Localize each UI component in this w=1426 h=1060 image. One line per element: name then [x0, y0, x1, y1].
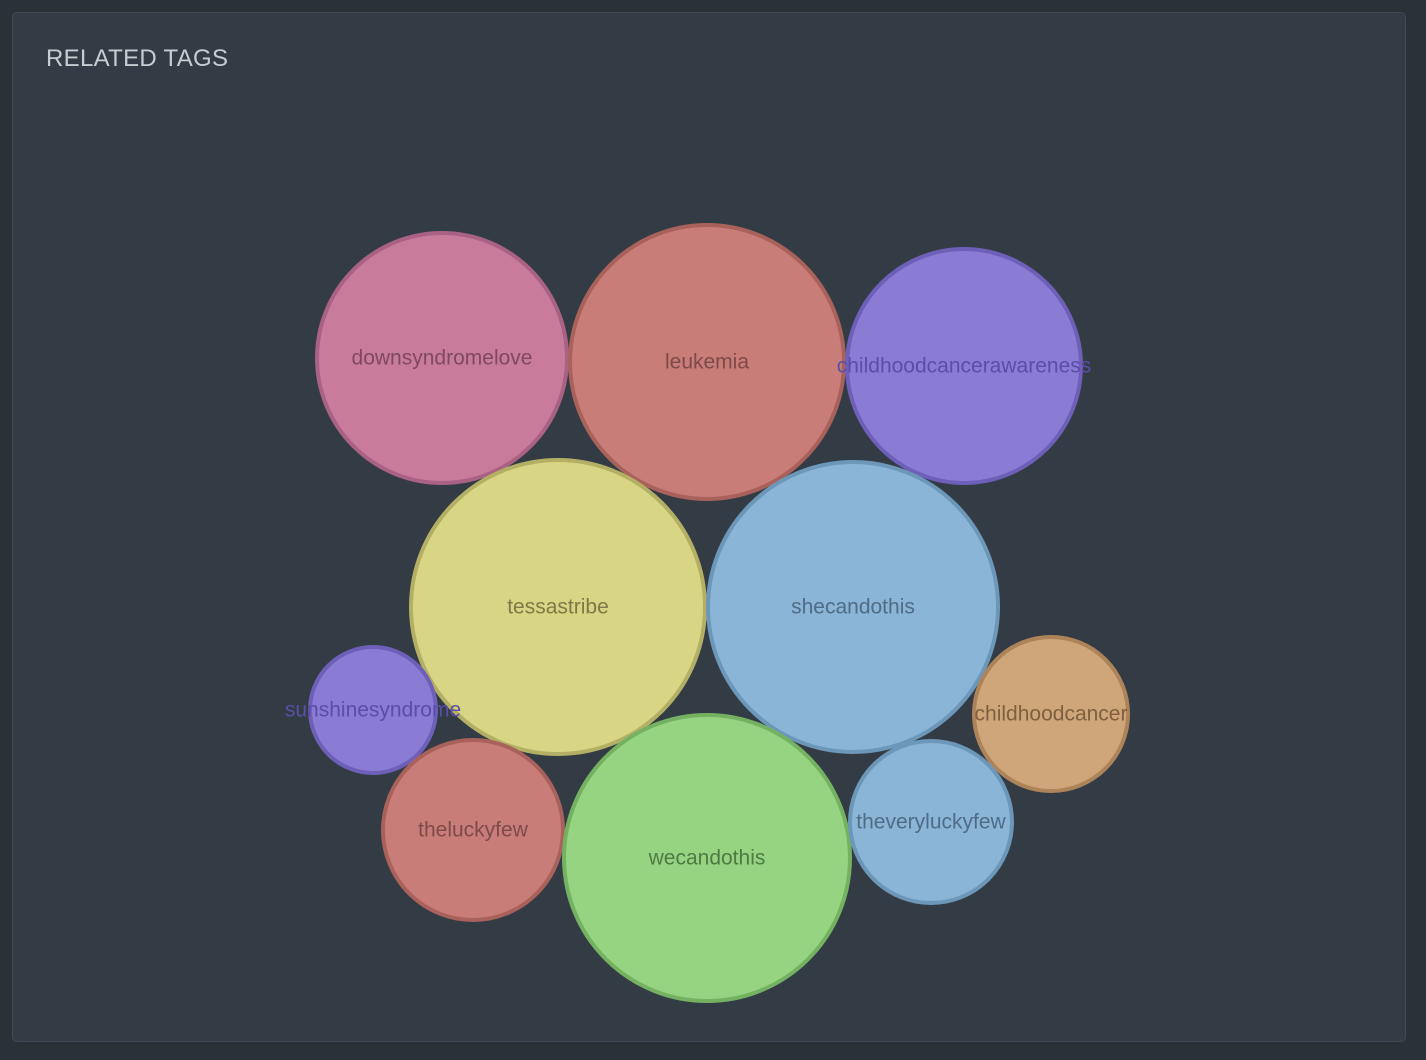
tag-bubble-circle[interactable]: [568, 223, 846, 501]
tag-bubble-circle[interactable]: [315, 231, 569, 485]
tag-bubble-circle[interactable]: [308, 645, 438, 775]
panel-title: RELATED TAGS: [46, 45, 229, 72]
tag-bubble-childhoodcancerawareness[interactable]: childhoodcancerawareness: [837, 247, 1092, 485]
tag-bubble-tessastribe[interactable]: tessastribe: [409, 458, 707, 756]
tag-bubble-circle[interactable]: [562, 713, 852, 1003]
tag-bubble-leukemia[interactable]: leukemia: [568, 223, 846, 501]
tag-bubble-circle[interactable]: [409, 458, 707, 756]
tag-bubble-circle[interactable]: [848, 739, 1014, 905]
tag-bubble-theveryluckyfew[interactable]: theveryluckyfew: [848, 739, 1014, 905]
tag-bubble-circle[interactable]: [845, 247, 1083, 485]
tag-bubble-circle[interactable]: [706, 460, 1000, 754]
tag-bubble-shecandothis[interactable]: shecandothis: [706, 460, 1000, 754]
tag-bubble-downsyndromelove[interactable]: downsyndromelove: [315, 231, 569, 485]
tag-bubble-circle[interactable]: [381, 738, 565, 922]
tag-bubble-wecandothis[interactable]: wecandothis: [562, 713, 852, 1003]
tag-bubble-childhoodcancer[interactable]: childhoodcancer: [972, 635, 1130, 793]
tag-bubble-circle[interactable]: [972, 635, 1130, 793]
tag-bubble-theluckyfew[interactable]: theluckyfew: [381, 738, 565, 922]
